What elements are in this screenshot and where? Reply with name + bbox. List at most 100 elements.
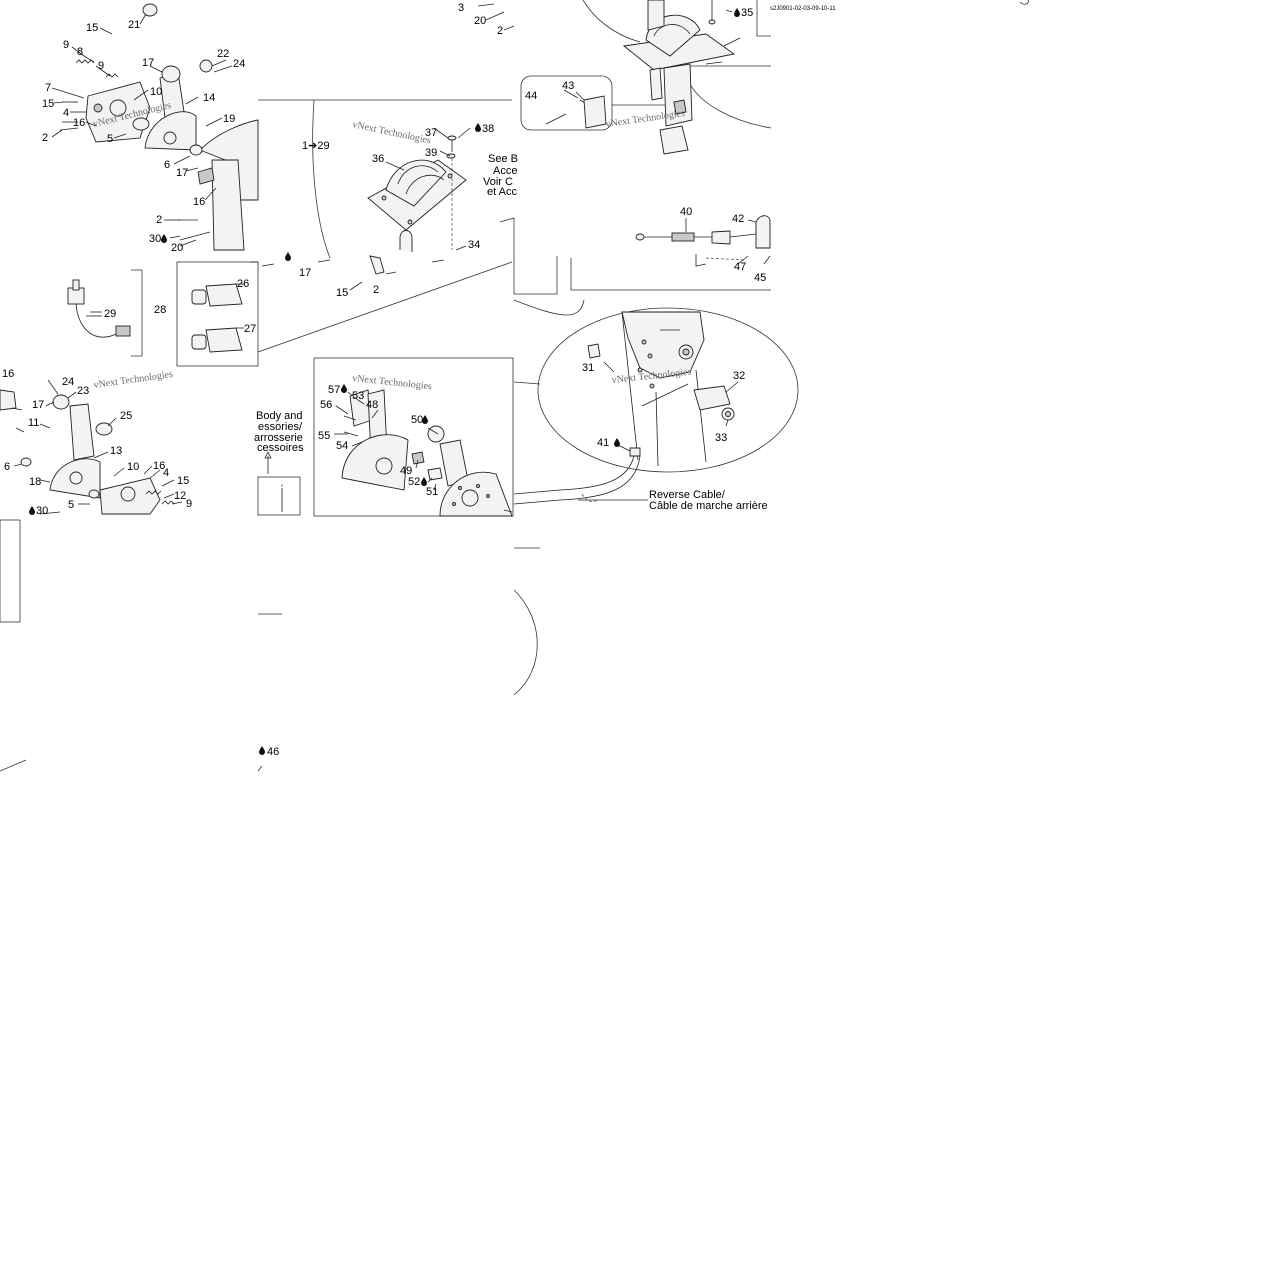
callout-54: 54 [336,440,348,452]
callout-44: 44 [525,90,537,102]
callout-numbers: 15 21 9 8 9 17 22 24 7 10 15 4 14 16 2 5… [2,2,766,758]
callout-34: 34 [468,239,480,251]
callout-9: 9 [63,39,69,51]
callout-35: 35 [741,7,753,19]
callout-53: 53 [352,390,364,402]
callout-2: 2 [373,284,379,296]
callout-2: 2 [497,25,503,37]
callout-24: 24 [62,376,74,388]
callout-42: 42 [732,213,744,225]
drop-icon [422,415,428,424]
drop-icon [421,477,427,486]
callout-43: 43 [562,80,574,92]
drop-icon [285,252,291,261]
callout-48: 48 [366,399,378,411]
drop-icon [161,234,167,243]
callout-33: 33 [715,432,727,444]
callout-36: 36 [372,153,384,165]
callout-20: 20 [171,242,183,254]
body-accessories-note-line3: arrosserie [254,432,303,444]
callout-49: 49 [400,465,412,477]
callout-19: 19 [223,113,235,125]
callout-8: 8 [77,46,83,58]
callout-21: 21 [128,19,140,31]
key-switch-parts [191,283,244,353]
callout-3: 3 [458,2,464,14]
callout-31: 31 [582,362,594,374]
callout-52: 52 [408,476,420,488]
drop-icon [341,384,347,393]
callout-22: 22 [217,48,229,60]
text-notes: s2J0901-02-03-09-10-11 See B Acce Voir C… [254,6,836,512]
callout-56: 56 [320,399,332,411]
lubricant-drop-icons [29,8,740,755]
callout-14: 14 [203,92,215,104]
frames [0,0,1029,772]
callout-6: 6 [4,461,10,473]
callout-17: 17 [176,167,188,179]
callout-40: 40 [680,206,692,218]
cable-40 [635,215,771,267]
drawing-code: s2J0901-02-03-09-10-11 [770,6,836,12]
callout-13: 13 [110,445,122,457]
drop-icon [475,123,481,132]
drop-icon [259,746,265,755]
callout-10: 10 [150,86,162,98]
callout-15: 15 [177,475,189,487]
callout-2: 2 [42,132,48,144]
callout-9: 9 [98,60,104,72]
callout-16: 16 [73,117,85,129]
callout-4: 4 [163,467,169,479]
callout-6: 6 [164,159,170,171]
callout-17: 17 [32,399,44,411]
callout-26: 26 [237,278,249,290]
drop-icon [734,8,740,17]
callout-9: 9 [186,498,192,510]
callout-51: 51 [426,486,438,498]
see-body-note-line4: et Acc [487,186,517,198]
sensor-29 [67,279,131,338]
callout-5: 5 [68,499,74,511]
callout-37: 37 [425,127,437,139]
see-body-note-line3: Voir C [483,176,513,188]
lever-assembly-lower-left [0,379,183,515]
body-accessories-note-line1: Body and [256,410,302,422]
callout-30: 30 [149,233,161,245]
callout-17: 17 [142,57,154,69]
svg-text:vNext Technologies: vNext Technologies [351,119,432,146]
callout-50: 50 [411,414,423,426]
callout-39: 39 [425,147,437,159]
shift-console-36 [261,127,471,291]
svg-text:vNext Technologies: vNext Technologies [93,369,174,391]
callout-23: 23 [77,385,89,397]
callout-5: 5 [107,133,113,145]
drop-icon [29,506,35,515]
callout-57: 57 [328,384,340,396]
callout-25: 25 [120,410,132,422]
callout-10: 10 [127,461,139,473]
reverse-cable-label-line2: Câble de marche arrière [649,500,768,512]
callout-15: 15 [336,287,348,299]
see-body-note-line2: Acce [493,165,517,177]
callout-2: 2 [156,214,162,226]
see-body-note-line1: See B [488,153,518,165]
body-accessories-note-line4: cessoires [257,442,304,454]
lever-assembly-center [257,389,513,772]
reverse-cable-detail [513,311,739,505]
callout-11: 11 [28,417,39,429]
callout-15: 15 [86,22,98,34]
callout-20: 20 [474,15,486,27]
callout-32: 32 [733,370,745,382]
svg-text:vNext Technologies: vNext Technologies [605,108,686,130]
callout-45: 45 [754,272,766,284]
callout-15: 15 [42,98,54,110]
callout-24: 24 [233,58,245,70]
callout-29: 29 [104,308,116,320]
callout-28: 28 [154,304,166,316]
callout-46: 46 [267,746,279,758]
callout-18: 18 [29,476,41,488]
callout-16: 16 [193,196,205,208]
callout-38: 38 [482,123,494,135]
lever-assembly-top-left [51,3,515,263]
